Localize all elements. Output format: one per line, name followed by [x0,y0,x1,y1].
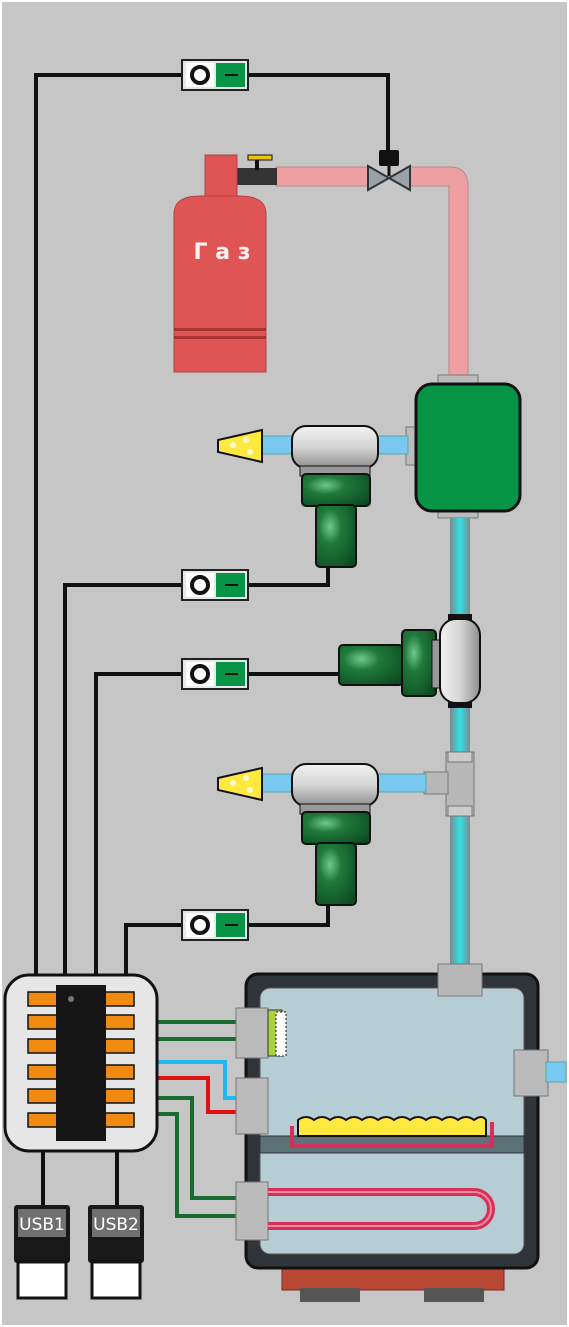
wire-water-valve [94,672,340,975]
water-solenoid-valve[interactable] [338,618,481,704]
wire-red [158,1076,236,1114]
power-switch-icon[interactable] [181,59,249,91]
usb2-label: USB2 [93,1215,139,1235]
usb-connector-icon[interactable] [88,1205,144,1300]
usb1-label: USB1 [19,1215,65,1235]
solenoid-valve-icon [301,811,371,845]
flame-strip [290,1116,494,1148]
solenoid-valve-icon [338,644,404,686]
gas-cylinder-icon [173,154,277,373]
power-switch-icon[interactable] [181,658,249,690]
microcontroller-chip-icon [3,973,159,1153]
wire-heater-green-1 [158,1096,236,1200]
burner-2[interactable] [217,763,427,906]
power-switch-icon[interactable] [181,909,249,941]
gas-pipe [275,166,479,384]
wire-sensor-green [158,1020,236,1041]
gas-valve-icon[interactable] [367,150,411,192]
power-switch-icon[interactable] [181,569,249,601]
burner-1[interactable] [217,425,409,568]
cylinder-label: Г а з [194,240,251,265]
wire-heater-green-2 [158,1112,236,1218]
heat-exchanger [405,382,522,519]
heating-element-icon [268,1188,495,1230]
solenoid-valve-icon [301,473,371,507]
usb-connector-icon[interactable] [14,1205,70,1300]
